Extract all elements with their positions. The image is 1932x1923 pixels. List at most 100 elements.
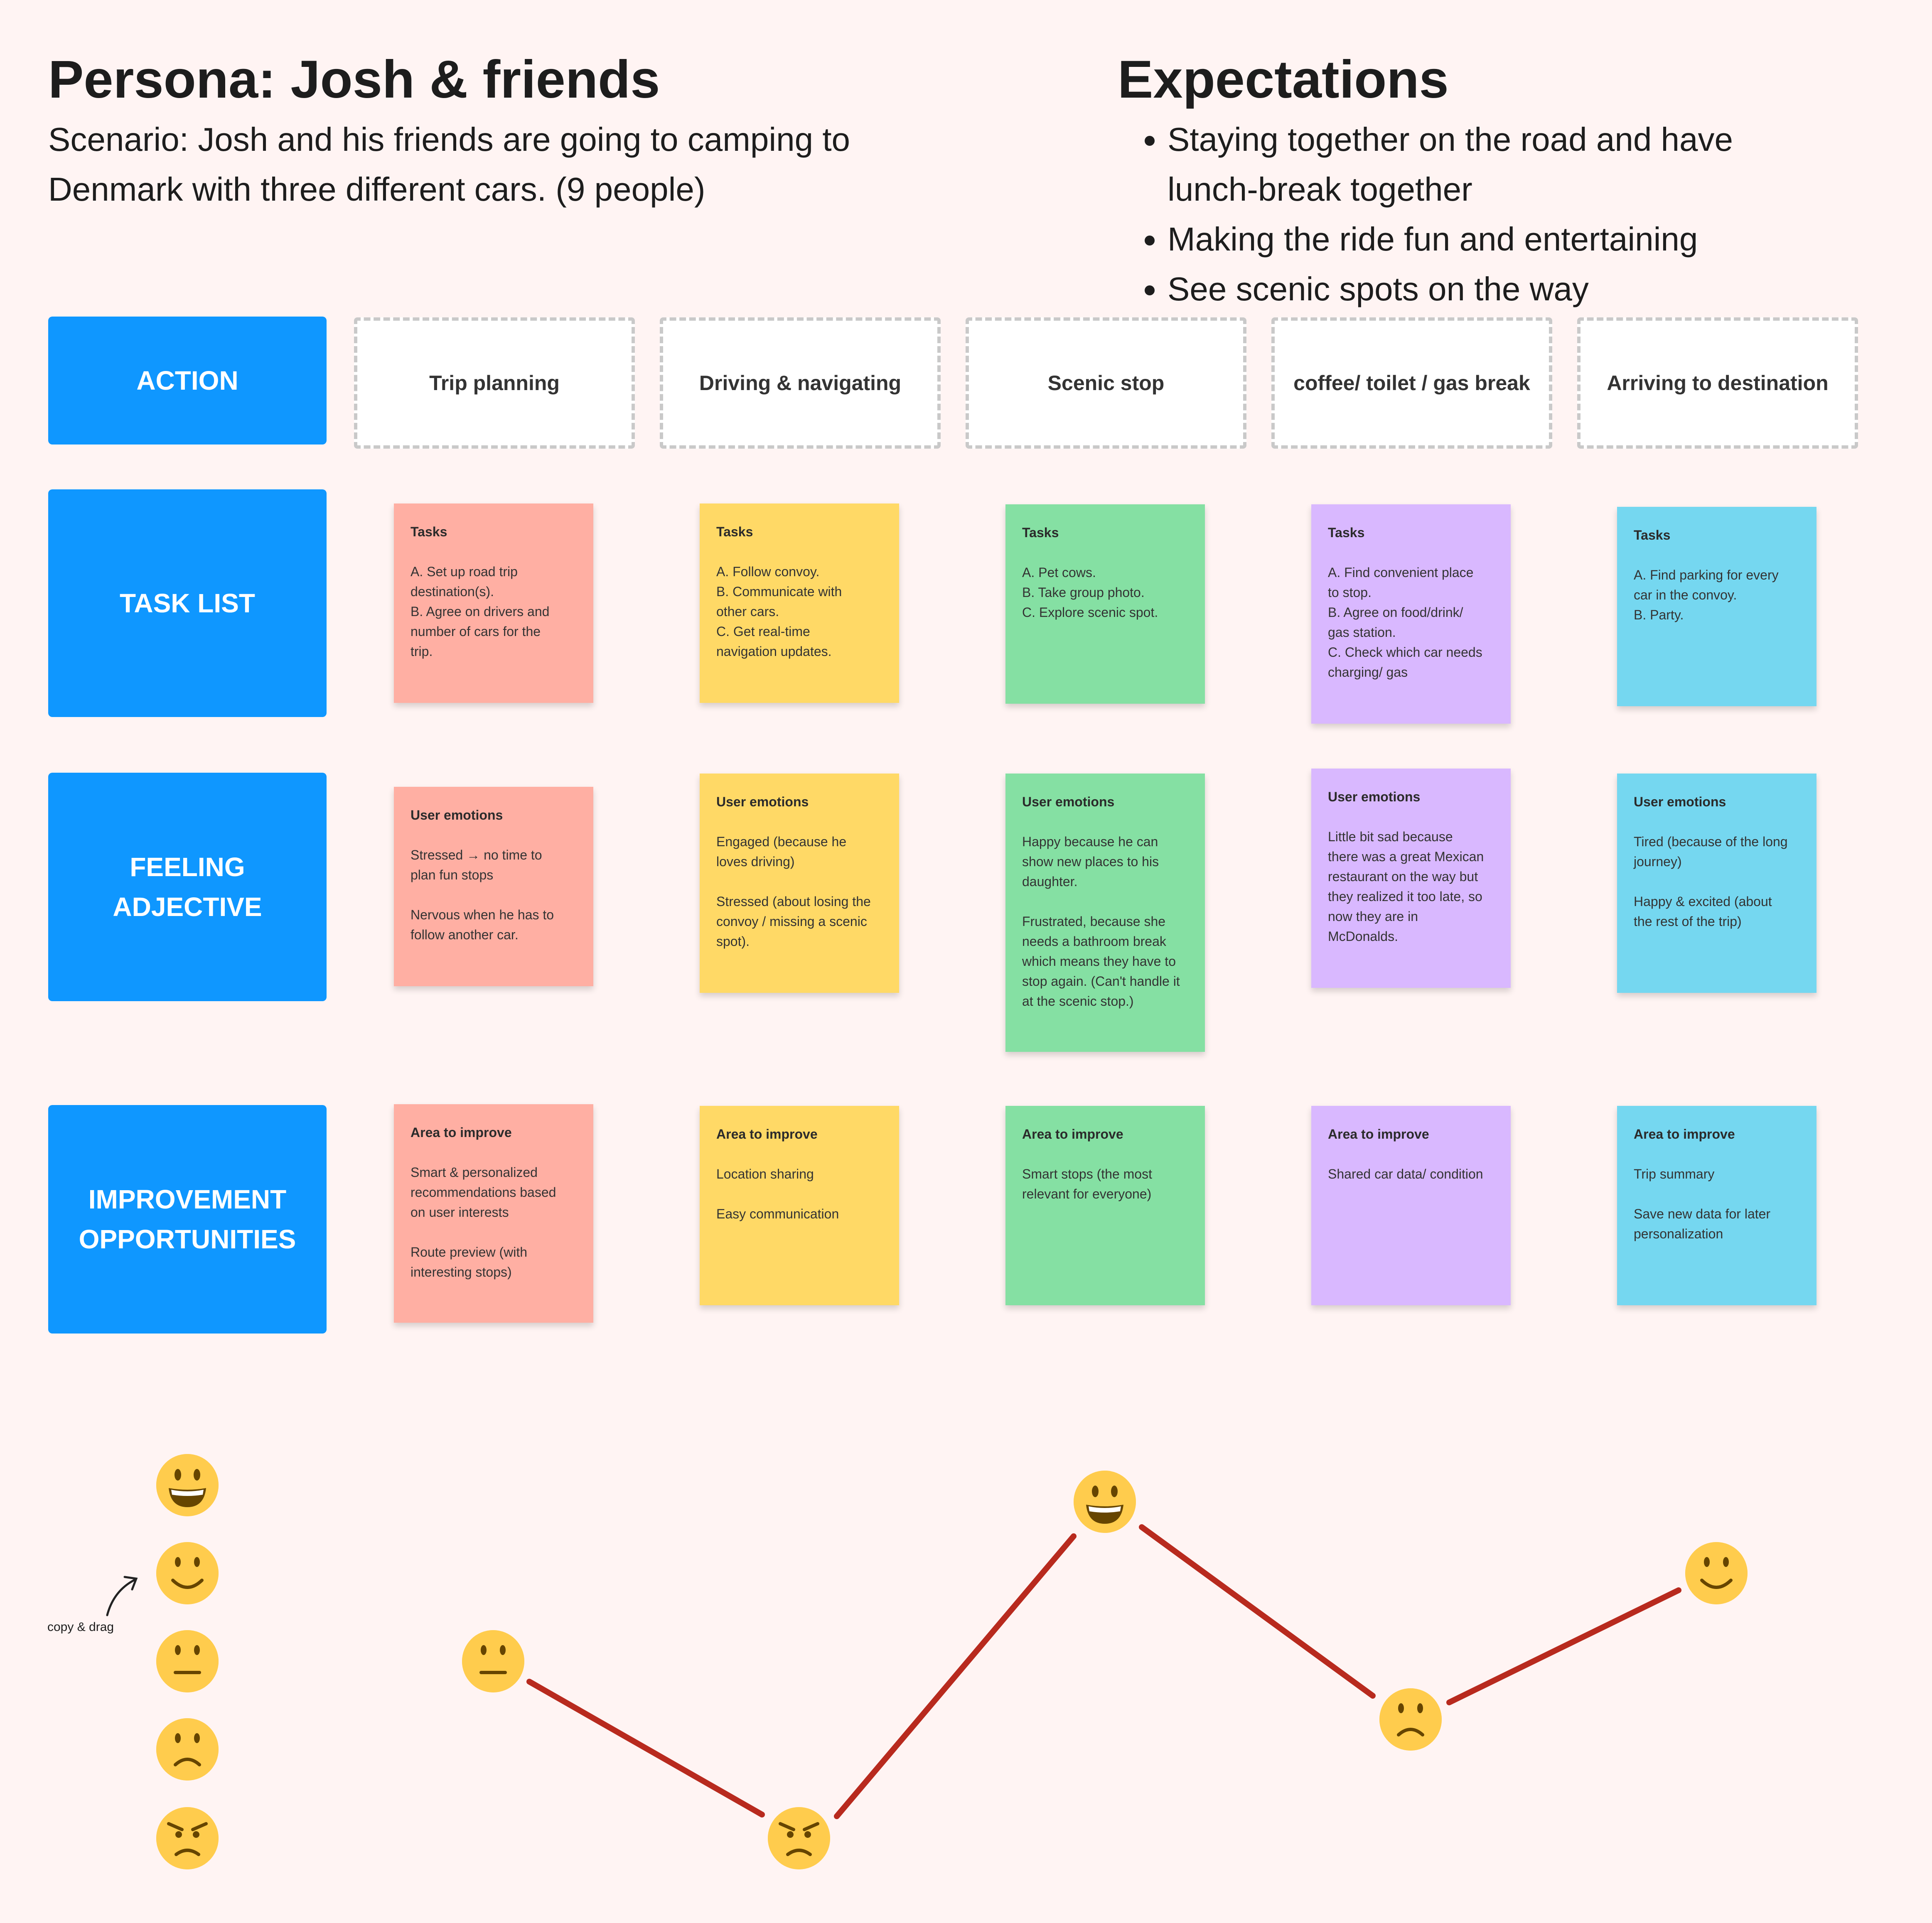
sticky-title: Tasks [716, 524, 753, 539]
sticky-line: B. Agree on food/drink/ [1328, 605, 1463, 620]
stage-break[interactable]: coffee/ toilet / gas break [1271, 317, 1552, 449]
expectations-list: Staying together on the road and have lu… [1118, 115, 1832, 314]
sticky-line: B. Communicate with [716, 584, 842, 599]
sticky-line: trip. [410, 644, 433, 659]
curve-segment [834, 1533, 1077, 1819]
sticky-line: Happy because he can [1022, 834, 1158, 849]
sticky-title: Tasks [410, 524, 447, 539]
expectation-item: Making the ride fun and entertaining [1168, 214, 1832, 264]
sticky-line: convoy / missing a scenic [716, 914, 867, 929]
sticky-line: Smart stops (the most [1022, 1167, 1152, 1181]
sticky-tasks-driving[interactable]: Tasks A. Follow convoy. B. Communicate wit… [700, 503, 899, 703]
stage-driving-navigating[interactable]: Driving & navigating [660, 317, 941, 449]
curve-segment [526, 1679, 765, 1817]
sticky-line: B. Party. [1634, 607, 1684, 622]
sticky-line: Little bit sad because [1328, 829, 1453, 844]
stage-trip-planning[interactable]: Trip planning [354, 317, 635, 449]
sticky-line: B. Take group photo. [1022, 585, 1145, 600]
sticky-line: loves driving) [716, 854, 795, 869]
sticky-line: Easy communication [716, 1206, 839, 1221]
sticky-line: they realized it too late, so [1328, 889, 1482, 904]
sticky-title: Tasks [1022, 525, 1059, 540]
sticky-title: User emotions [1634, 794, 1726, 809]
sticky-line: show new places to his [1022, 854, 1159, 869]
sticky-line: needs a bathroom break [1022, 934, 1166, 949]
happy-face-icon[interactable] [156, 1542, 219, 1604]
sticky-line: Shared car data/ condition [1328, 1167, 1483, 1181]
very-happy-face-icon[interactable] [156, 1454, 219, 1516]
sticky-title: Area to improve [1022, 1127, 1123, 1142]
sticky-line: Stressed (about losing the [716, 894, 871, 909]
sticky-line: A. Find convenient place [1328, 565, 1474, 580]
sticky-line: at the scenic stop.) [1022, 994, 1134, 1009]
sticky-line: Engaged (because he [716, 834, 847, 849]
sticky-line: Nervous when he has to [410, 907, 554, 922]
scenario-text: Scenario: Josh and his friends are going… [48, 115, 1045, 214]
sad-face-icon[interactable] [156, 1718, 219, 1781]
sticky-line: C. Explore scenic spot. [1022, 605, 1158, 620]
sticky-line: charging/ gas [1328, 665, 1408, 680]
stage-scenic-stop[interactable]: Scenic stop [966, 317, 1246, 449]
sticky-title: User emotions [716, 794, 809, 809]
persona-title: Persona: Josh & friends [48, 50, 660, 109]
copy-drag-hint: copy & drag [47, 1620, 114, 1634]
sticky-line: Trip summary [1634, 1167, 1715, 1181]
journey-very-happy-face-icon[interactable] [1074, 1471, 1136, 1533]
sticky-line: relevant for everyone) [1022, 1186, 1152, 1201]
sticky-title: Area to improve [1634, 1127, 1735, 1142]
sticky-line: interesting stops) [410, 1265, 512, 1280]
sticky-line: Happy & excited (about [1634, 894, 1772, 909]
sticky-line: Stressed → no time to [410, 847, 542, 862]
sticky-title: Tasks [1634, 528, 1671, 543]
curve-segment [1139, 1524, 1376, 1699]
sticky-line: which means they have to [1022, 954, 1176, 969]
sticky-line: plan fun stops [410, 867, 494, 882]
journey-happy-face-icon[interactable] [1685, 1542, 1748, 1604]
sticky-title: Tasks [1328, 525, 1365, 540]
sticky-line: spot). [716, 934, 750, 949]
row-label-task-list: TASK LIST [48, 489, 327, 717]
sticky-line: there was a great Mexican [1328, 849, 1484, 864]
sticky-title: User emotions [1022, 794, 1115, 809]
sticky-line: A. Set up road trip [410, 564, 518, 579]
journey-angry-face-icon[interactable] [768, 1807, 830, 1869]
sticky-line: gas station. [1328, 625, 1396, 640]
sticky-line: navigation updates. [716, 644, 832, 659]
sticky-line: the rest of the trip) [1634, 914, 1742, 929]
journey-neutral-face-icon[interactable] [462, 1630, 524, 1692]
sticky-line: A. Find parking for every [1634, 567, 1779, 582]
sticky-line: Tired (because of the long [1634, 834, 1788, 849]
sticky-tasks-arriving[interactable]: Tasks A. Find parking for every car in the… [1617, 507, 1816, 706]
sticky-line: car in the convoy. [1634, 587, 1737, 602]
scenario-line-1: Scenario: Josh and his friends are going… [48, 121, 850, 158]
sticky-line: Frustrated, because she [1022, 914, 1166, 929]
drag-arrow-icon [106, 1576, 138, 1616]
expectations-title: Expectations [1118, 50, 1449, 109]
sticky-line: follow another car. [410, 927, 519, 942]
sticky-line: Smart & personalized [410, 1165, 538, 1180]
neutral-face-icon[interactable] [156, 1630, 219, 1692]
sticky-line: C. Check which car needs [1328, 645, 1482, 660]
angry-face-icon[interactable] [156, 1807, 219, 1869]
stage-arriving[interactable]: Arriving to destination [1577, 317, 1858, 449]
sticky-line: A. Follow convoy. [716, 564, 820, 579]
sticky-line: recommendations based [410, 1185, 556, 1200]
sticky-title: User emotions [410, 808, 503, 823]
journey-sad-face-icon[interactable] [1379, 1688, 1442, 1751]
row-label-action: ACTION [48, 317, 327, 445]
